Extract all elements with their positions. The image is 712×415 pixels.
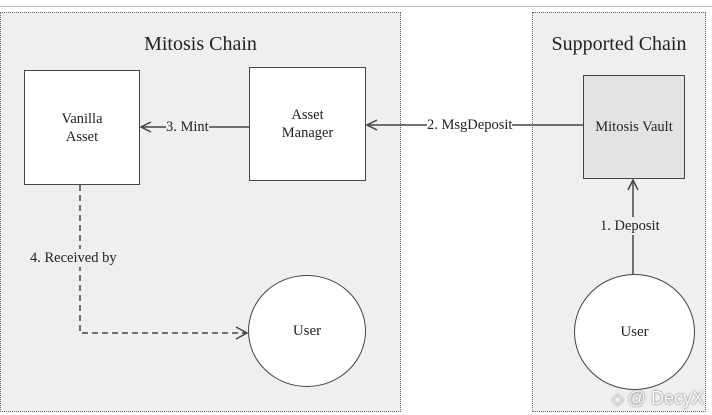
msgdeposit-label: 2. MsgDeposit	[427, 116, 513, 134]
mint-arrowhead	[139, 121, 152, 133]
watermark-text: @ DecyX	[627, 388, 704, 408]
asset-manager-node: Asset Manager	[249, 67, 366, 181]
watermark: ◇ @ DecyX	[611, 388, 704, 409]
received-by-arrowhead	[235, 326, 249, 340]
supported-chain-title: Supported Chain	[551, 33, 687, 55]
mitosis-chain-title: Mitosis Chain	[144, 33, 257, 55]
vanilla-asset-node: Vanilla Asset	[24, 70, 140, 185]
user-node-supported: User	[574, 274, 695, 390]
mint-label: 3. Mint	[166, 118, 209, 136]
deposit-arrowhead	[627, 178, 639, 191]
mitosis-vault-node: Mitosis Vault	[583, 75, 685, 179]
watermark-logo-icon: ◇	[611, 390, 624, 408]
received-by-label: 4. Received by	[30, 249, 117, 267]
top-rule	[0, 6, 712, 7]
user-node-mitosis: User	[248, 275, 366, 387]
msgdeposit-arrowhead	[365, 119, 378, 131]
deposit-label: 1. Deposit	[600, 217, 660, 235]
